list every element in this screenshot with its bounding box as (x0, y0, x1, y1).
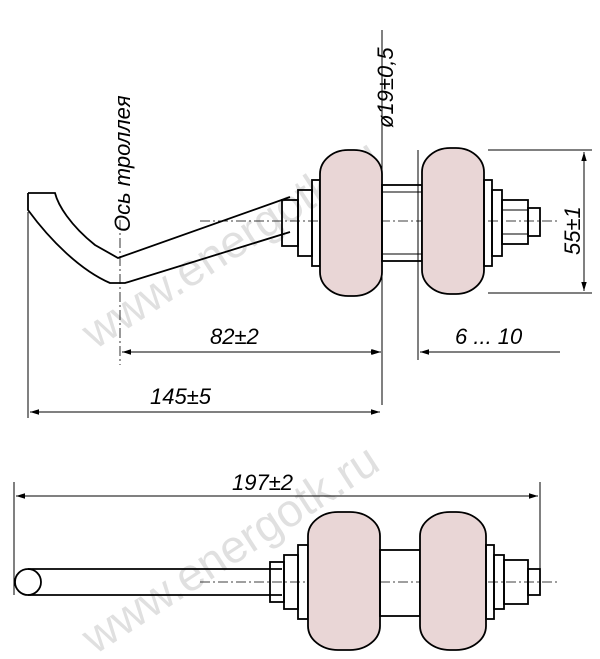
right-insulator (421, 147, 485, 295)
left-insulator-bottom (307, 511, 381, 651)
right-flange-outer (491, 189, 503, 257)
bolt-end-bottom (527, 568, 541, 596)
center-spacer (381, 184, 423, 262)
dim-height: 55±1 (560, 206, 585, 255)
rod-lower-edge (27, 193, 291, 284)
right-nut (501, 199, 529, 245)
dim-6-10: 6 ... 10 (455, 324, 523, 349)
bolt-end (527, 207, 541, 237)
dim-145: 145±5 (150, 384, 212, 409)
left-insulator (319, 149, 383, 297)
right-flange-inner (483, 179, 493, 267)
dim-82: 82±2 (210, 324, 259, 349)
right-insulator-bottom (419, 511, 487, 651)
trolley-axis-label: Ось троллея (110, 95, 135, 232)
dim-197: 197±2 (232, 470, 293, 495)
rod-end-circle (14, 568, 42, 596)
rod-upper-edge (28, 192, 291, 259)
center-spacer-bottom (379, 549, 421, 617)
dim-diameter: ø19±0,5 (373, 47, 398, 128)
